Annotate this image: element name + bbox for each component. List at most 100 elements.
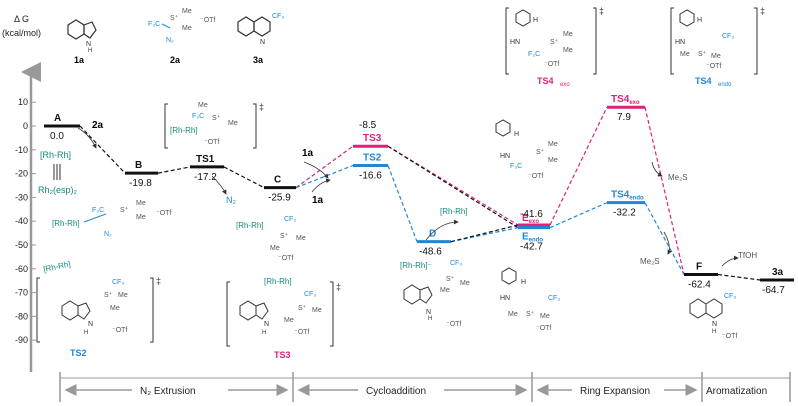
A-rh-annotation: [Rh-Rh] Rh₂(esp)₂ — [38, 150, 78, 195]
svg-text:S⁺: S⁺ — [120, 206, 129, 214]
svg-text:Me: Me — [284, 317, 294, 324]
svg-text:S⁺: S⁺ — [526, 310, 535, 318]
svg-text:H: H — [697, 17, 702, 24]
tick-label: 0 — [23, 121, 28, 131]
svg-text:H: H — [533, 17, 538, 24]
svg-text:CF₃: CF₃ — [284, 216, 296, 223]
level-value-TS3: -8.5 — [359, 120, 377, 131]
label-2a: 2a — [170, 55, 181, 65]
svg-text:HN: HN — [675, 39, 685, 46]
level-value-B: -19.8 — [129, 178, 152, 189]
svg-text:Me: Me — [136, 200, 146, 207]
svg-text:Me: Me — [136, 214, 146, 221]
level-value-TS1: -17.2 — [194, 172, 217, 183]
svg-text:Me: Me — [182, 25, 192, 32]
label-1a: 1a — [74, 55, 85, 65]
level-value-Eexo: -41.6 — [520, 209, 543, 220]
svg-text:Me: Me — [508, 311, 518, 318]
svg-text:Me: Me — [228, 120, 238, 127]
B-structure: F₃C S⁺ Me Me ⁻OTf [Rh-Rh] N₂ — [52, 200, 171, 238]
stage-n2-extrusion: N₂ Extrusion — [140, 386, 196, 397]
connector-F-P3a — [717, 273, 761, 281]
connector-A-B — [79, 125, 126, 174]
svg-text:H: H — [88, 48, 92, 54]
svg-text:HN: HN — [510, 39, 520, 46]
svg-text:S⁺: S⁺ — [550, 38, 559, 46]
svg-text:Me: Me — [198, 102, 208, 109]
y-axis: Δ G (kcal/mol) 100-10-20-30-40-50-60-70-… — [2, 14, 41, 372]
svg-text:HN: HN — [500, 153, 510, 160]
connector-C-TS3 — [295, 145, 354, 189]
svg-text:[Rh-Rh]: [Rh-Rh] — [170, 126, 198, 135]
svg-text:Me: Me — [182, 8, 192, 15]
svg-text:‡: ‡ — [336, 282, 341, 292]
svg-text:N: N — [86, 41, 91, 48]
svg-text:⁻OTf: ⁻OTf — [722, 333, 737, 340]
svg-text:F₃C: F₃C — [192, 113, 204, 120]
svg-text:[Rh-Rh]⁻: [Rh-Rh]⁻ — [400, 261, 432, 270]
svg-text:S⁺: S⁺ — [698, 50, 707, 58]
reagent-tfoh: TfOH — [738, 251, 757, 260]
connector-TS2-D — [387, 165, 418, 242]
connector-C-TS2 — [295, 164, 354, 189]
svg-text:⁻OTf: ⁻OTf — [446, 321, 461, 328]
svg-text:[Rh-Rh]: [Rh-Rh] — [236, 221, 264, 230]
level-name-B: B — [135, 160, 142, 171]
tick-label: -60 — [15, 264, 28, 274]
svg-text:Me: Me — [296, 235, 306, 242]
svg-text:N: N — [712, 321, 717, 328]
svg-text:H: H — [521, 279, 526, 286]
level-name-TS1: TS1 — [196, 154, 215, 165]
svg-text:⁻OTf: ⁻OTf — [706, 63, 721, 70]
svg-text:Me: Me — [711, 53, 721, 60]
connector-TS3-Eexo — [387, 145, 519, 226]
TS3-structure: [Rh-Rh] CF₃ S⁺ Me Me N H ⁻OTf ‡ TS3 — [226, 277, 341, 360]
level-value-TS4exo: 7.9 — [617, 112, 631, 123]
svg-text:HN: HN — [500, 295, 510, 302]
level-value-TS4endo: -32.2 — [613, 208, 636, 219]
reagent-1a-bot: 1a — [312, 195, 324, 206]
tick-label: -80 — [15, 311, 28, 321]
connector-TS1-C — [223, 166, 265, 189]
connector-D-Eendo — [450, 227, 519, 243]
svg-text:Me: Me — [460, 280, 470, 287]
level-name-TS3: TS3 — [363, 133, 382, 144]
svg-text:H: H — [514, 131, 519, 138]
svg-text:‡: ‡ — [156, 276, 161, 286]
level-name-TS4endo: TS4endo — [611, 190, 644, 202]
label-ts4exo: TS4 — [537, 76, 554, 86]
ts4exo-structure: HN H S⁺ Me Me F₃C ⁻OTf ‡ TS4 exo — [505, 6, 604, 88]
rh-rh-label: [Rh-Rh] — [40, 150, 71, 160]
tick-label: -10 — [15, 145, 28, 155]
TS2-structure: [Rh-Rh] CF₃ S⁺ Me Me N H ⁻OTf ‡ TS2 — [36, 259, 161, 358]
svg-text:Me: Me — [270, 245, 280, 252]
svg-text:‡: ‡ — [760, 6, 765, 16]
svg-text:Me: Me — [548, 141, 558, 148]
svg-text:S⁺: S⁺ — [298, 304, 307, 312]
svg-text:N₂: N₂ — [104, 231, 112, 238]
svg-text:Me: Me — [540, 313, 550, 320]
svg-text:⁻OTf: ⁻OTf — [536, 325, 551, 332]
tick-label: 10 — [18, 97, 28, 107]
svg-text:⁻OTf: ⁻OTf — [204, 139, 219, 146]
level-value-F: -62.4 — [688, 280, 711, 291]
svg-text:S⁺: S⁺ — [280, 232, 289, 240]
svg-text:S⁺: S⁺ — [104, 291, 113, 299]
svg-text:S⁺: S⁺ — [212, 114, 221, 122]
svg-text:CF₃: CF₃ — [304, 291, 316, 298]
compound-2a-structure: F₃C S⁺ Me Me ⁻OTf N₂ 2a — [148, 8, 215, 65]
Eexo-structure: HN H S⁺ Me Me F₃C ⁻OTf — [495, 119, 558, 180]
label-ts4endo: TS4 — [695, 76, 712, 86]
svg-text:Me: Me — [680, 51, 690, 58]
axis-title-2: (kcal/mol) — [2, 28, 41, 38]
level-name-TS2: TS2 — [363, 153, 382, 164]
svg-text:⁻OTf: ⁻OTf — [200, 17, 215, 24]
connector-D-Eexo — [450, 224, 519, 243]
level-value-TS2: -16.6 — [359, 171, 382, 182]
compound-1a-structure: N H 1a — [67, 19, 97, 65]
tick-label: -40 — [15, 216, 28, 226]
svg-text:CF₃: CF₃ — [450, 260, 462, 267]
label-ts3-bottom: TS3 — [274, 350, 291, 360]
tick-label: -50 — [15, 240, 28, 250]
svg-text:CF₃: CF₃ — [722, 33, 734, 40]
